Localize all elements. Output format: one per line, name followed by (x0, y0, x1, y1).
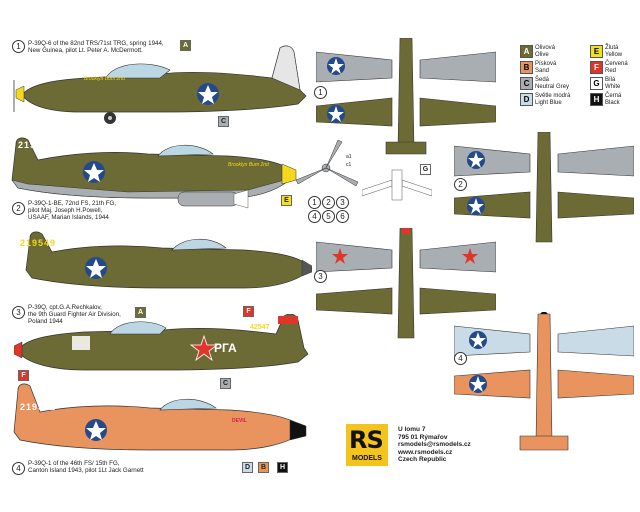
topview-number-3: 3 (314, 270, 327, 283)
detail-label-c1: c1 (346, 162, 352, 168)
detail-part-5: 5 (322, 210, 335, 223)
aircraft-profile-2 (11, 137, 297, 209)
profile-1-serial: 219993 (238, 57, 275, 67)
profile-number-3: 3 (12, 306, 25, 319)
legend-swatch-c: C (520, 77, 533, 90)
profile-3-serial: 219549 (20, 238, 57, 248)
rs-models-logo: RS MODELS (346, 424, 388, 466)
aircraft-profile-1 (13, 45, 307, 124)
profile-number-1: 1 (12, 40, 25, 53)
aircraft-profile-3 (25, 231, 312, 289)
profile-1-nose-art: Brooklyn Bum 2nd (84, 76, 125, 82)
detail-label-a1: a1 (346, 154, 352, 160)
color-tag-a-3: A (135, 307, 146, 318)
detail-part-6: 6 (336, 210, 349, 223)
legend-swatch-a: A (520, 45, 533, 58)
profile-4-serial: 219551 (20, 402, 57, 412)
topview-number-2: 2 (454, 178, 467, 191)
company-address: U lomu 7 795 01 Rýmařov rsmodels@rsmodel… (398, 426, 471, 463)
aircraft-profile-3-soviet (14, 314, 309, 371)
color-tag-f-3b: F (18, 370, 29, 381)
color-tag-d-4: D (242, 462, 253, 473)
logo-models-text: MODELS (352, 455, 382, 462)
color-tag-b-4: B (258, 462, 269, 473)
aircraft-profile-4 (13, 383, 307, 451)
color-tag-h-4: H (277, 462, 288, 473)
propeller-detail (295, 139, 359, 187)
topview-number-1: 1 (314, 86, 327, 99)
profile-number-4: 4 (12, 462, 25, 475)
legend-swatch-b: B (520, 61, 533, 74)
legend-swatch-g: G (590, 77, 603, 90)
profile-3-caption: P-39Q, cpt.G.A.Rechkalov, the 9th Guard … (28, 304, 121, 326)
profile-1-caption: P-39Q-6 of the 82nd TRS/71st TRG, spring… (28, 40, 164, 55)
legend-swatch-d: D (520, 93, 533, 106)
legend-swatch-h: H (590, 93, 603, 106)
detail-part-3: 3 (336, 196, 349, 209)
color-tag-c-1: C (218, 116, 229, 127)
profile-3-tail-code: 42547 (250, 324, 270, 331)
profile-2-nose-art: Brooklyn Bum 2nd (228, 162, 269, 168)
profile-2-serial: 219993 (18, 140, 55, 150)
profile-3-fuselage-text: РГА (214, 341, 237, 355)
legend-swatch-f: F (590, 61, 603, 74)
color-tag-e-2: E (281, 195, 292, 206)
detail-part-1: 1 (308, 196, 321, 209)
logo-rs-text: RS (349, 426, 384, 454)
profile-4-caption: P-39Q-1 of the 46th FS/ 15th FG, Canton … (28, 460, 144, 475)
color-tag-f-3: F (243, 306, 254, 317)
profile-2-caption: P-39Q-1-BE, 72nd FS, 21th FG, pilot Maj.… (28, 200, 117, 222)
color-tag-c-3: C (220, 378, 231, 389)
wing-detail (362, 169, 432, 201)
aircraft-topview-2 (454, 132, 634, 243)
color-tag-a-1: A (180, 40, 191, 51)
profile-4-nose-art: DEVIL (232, 418, 247, 424)
aircraft-topview-3 (316, 228, 496, 339)
legend-swatch-e: E (590, 45, 603, 58)
aircraft-topview-4 (454, 312, 634, 451)
profile-number-2: 2 (12, 202, 25, 215)
aircraft-topview-1 (316, 38, 496, 155)
detail-part-4: 4 (308, 210, 321, 223)
topview-number-4: 4 (454, 352, 467, 365)
detail-part-2: 2 (322, 196, 335, 209)
color-tag-g-detail: G (420, 164, 431, 175)
